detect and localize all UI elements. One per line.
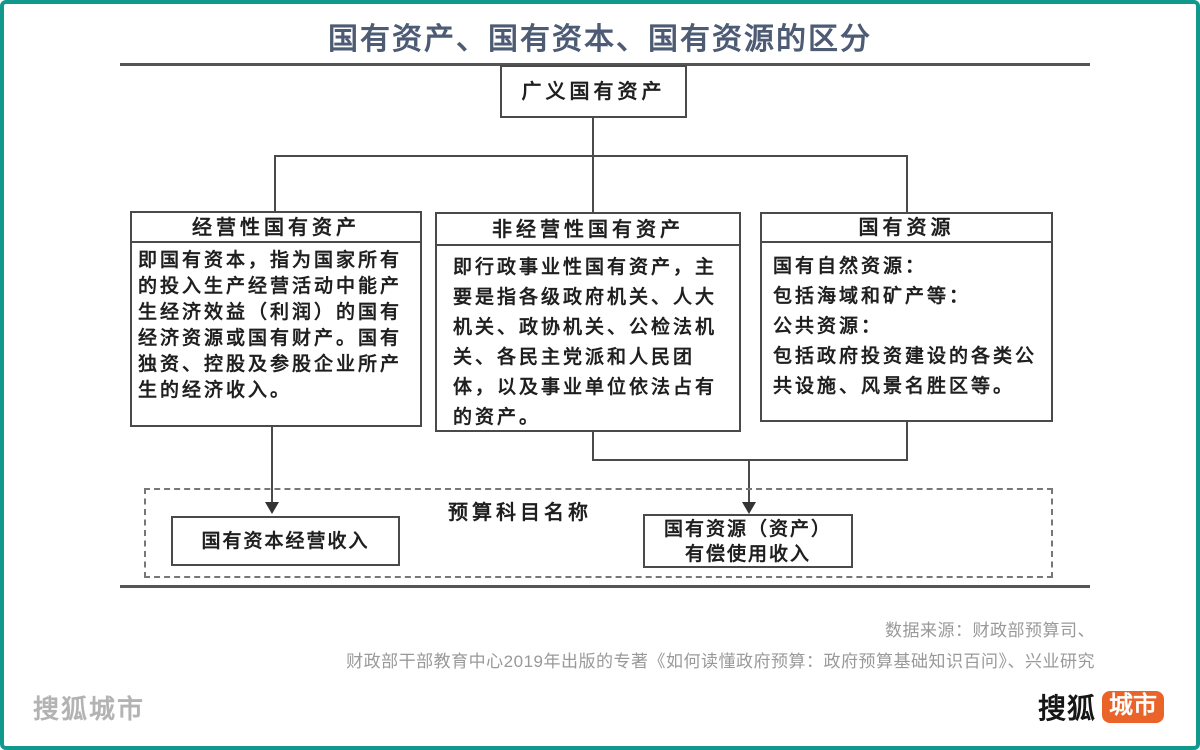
- watermark-sohu-city: 搜狐城市: [33, 694, 146, 724]
- bottom-rule: [120, 585, 1090, 588]
- connector-box2-down: [592, 432, 594, 461]
- box2-body: 即行政事业性国有资产，主要是指各级政府机关、人大机关、政协机关、公检法机关、各民…: [453, 256, 718, 428]
- page-title: 国有资产、国有资本、国有资源的区分: [328, 23, 872, 56]
- box3-body: 国有自然资源： 包括海域和矿产等： 公共资源： 包括政府投资建设的各类公共设施、…: [762, 243, 1051, 409]
- connector-right-drop: [906, 155, 908, 213]
- box3-section2-text: 包括政府投资建设的各类公共设施、风景名胜区等。: [773, 345, 1038, 397]
- budget-item2-line2: 有偿使用收入: [684, 543, 811, 565]
- budget-item2-line1: 国有资源（资产）: [663, 518, 832, 540]
- arrow-right-head: [742, 502, 756, 514]
- arrow-left-shaft: [271, 427, 273, 503]
- budget-dashed-zone: [144, 488, 1053, 578]
- arrow-left-head: [265, 502, 279, 514]
- box-jingyingxing-guoyou-zichan: 经营性国有资产 即国有资本，指为国家所有的投入生产经营活动中能产生经济效益（利润…: [130, 211, 422, 427]
- box3-title: 国有资源: [762, 214, 1051, 243]
- root-box-guangyi-guoyou-zichan: 广义国有资产: [500, 65, 687, 118]
- budget-zone-label: 预算科目名称: [448, 500, 592, 524]
- connector-box3-down: [906, 422, 908, 461]
- box2-title: 非经营性国有资产: [437, 214, 739, 246]
- connector-branch-horizontal: [274, 155, 908, 157]
- sohu-city-logo: 搜狐 城市: [1038, 687, 1164, 727]
- connector-left-drop: [274, 155, 276, 212]
- data-source-block: 数据来源：财政部预算司、 财政部干部教育中心2019年出版的专著《如何读懂政府预…: [346, 615, 1095, 677]
- data-source-line1: 数据来源：财政部预算司、: [885, 621, 1095, 640]
- city-badge: 城市: [1102, 691, 1164, 723]
- box-guoyou-ziyuan-youchang-shiyong-shouru: 国有资源（资产） 有偿使用收入: [643, 514, 853, 568]
- root-box-label: 广义国有资产: [521, 79, 666, 103]
- box3-section2-heading: 公共资源：: [773, 315, 884, 337]
- budget-item1-label: 国有资本经营收入: [201, 530, 370, 552]
- top-rule: [120, 63, 1090, 66]
- box1-title: 经营性国有资产: [132, 213, 420, 243]
- box-guoyou-ziben-jingying-shouru: 国有资本经营收入: [171, 516, 400, 566]
- box1-body: 即国有资本，指为国家所有的投入生产经营活动中能产生经济效益（利润）的国有经济资源…: [138, 249, 403, 401]
- box-feijingyingxing-guoyou-zichan: 非经营性国有资产 即行政事业性国有资产，主要是指各级政府机关、人大机关、政协机关…: [435, 212, 741, 432]
- data-source-line2: 财政部干部教育中心2019年出版的专著《如何读懂政府预算：政府预算基础知识百问》…: [346, 652, 1095, 671]
- sohu-logo-text: 搜狐: [1037, 693, 1096, 724]
- connector-root-vertical: [592, 118, 594, 156]
- arrow-right-shaft: [748, 459, 750, 503]
- box3-section1-text: 包括海域和矿产等：: [773, 285, 972, 307]
- box-guoyou-ziyuan: 国有资源 国有自然资源： 包括海域和矿产等： 公共资源： 包括政府投资建设的各类…: [760, 212, 1053, 422]
- box3-section1-heading: 国有自然资源：: [773, 255, 928, 277]
- connector-middle-drop: [592, 155, 594, 213]
- connector-merge-horizontal: [592, 459, 908, 461]
